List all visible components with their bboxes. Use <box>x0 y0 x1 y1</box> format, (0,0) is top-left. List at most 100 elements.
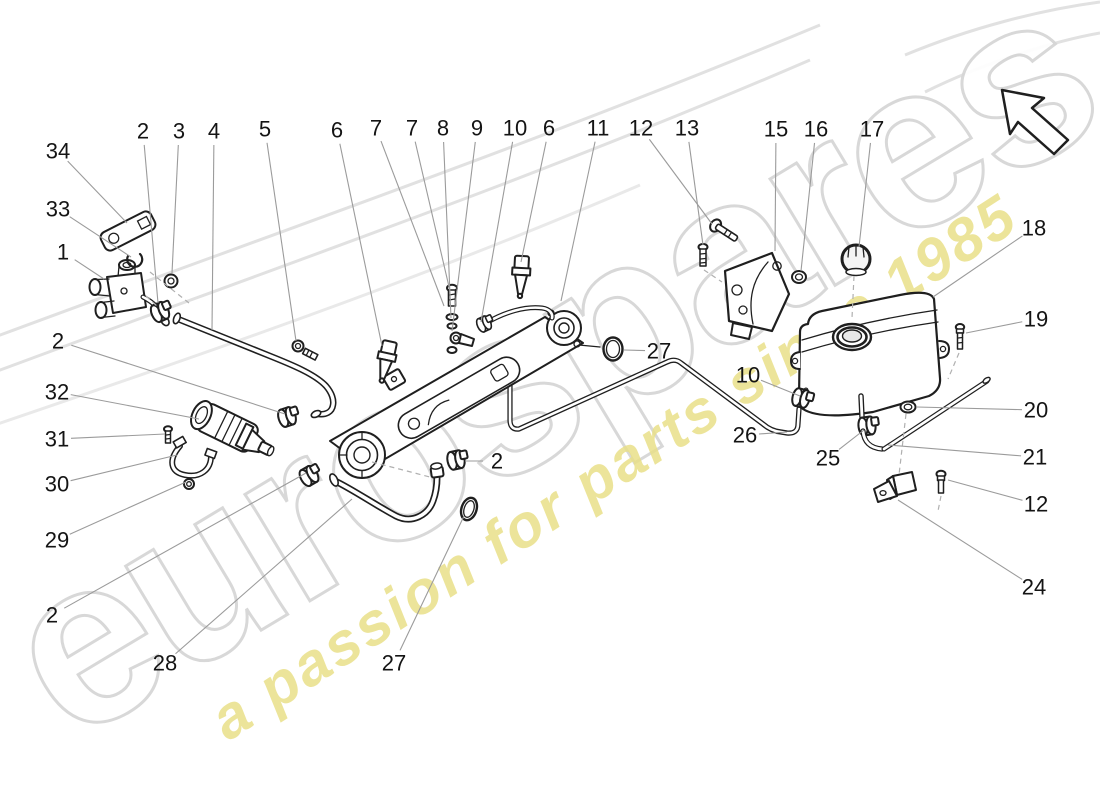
callout-label-1-2[interactable]: 1 <box>57 240 69 265</box>
callout-leader-34 <box>70 454 178 482</box>
callout-leader-20 <box>932 235 1023 298</box>
parts-layer <box>88 210 991 523</box>
callout-label-13-16[interactable]: 13 <box>675 116 699 141</box>
callout-leader-29 <box>623 349 646 352</box>
callout-leader-13 <box>520 141 547 263</box>
callout-label-2-36[interactable]: 2 <box>46 603 58 628</box>
screw-part-13 <box>697 243 709 267</box>
hose-part-26 <box>507 357 802 436</box>
clip-part-33 <box>126 252 144 268</box>
callout-leader-21 <box>965 321 1023 334</box>
callout-leader-35 <box>69 481 187 535</box>
callout-label-34-0[interactable]: 34 <box>46 139 70 164</box>
callout-label-12-15[interactable]: 12 <box>629 116 653 141</box>
callout-label-12-24[interactable]: 12 <box>1024 492 1048 517</box>
callout-label-20-22[interactable]: 20 <box>1024 398 1048 423</box>
banjo-bolt-part-5 <box>291 339 319 361</box>
callout-label-4-5[interactable]: 4 <box>208 119 220 144</box>
callout-label-19-21[interactable]: 19 <box>1024 307 1048 332</box>
callout-leader-19 <box>858 142 872 248</box>
callout-label-9-11[interactable]: 9 <box>471 116 483 141</box>
strap-part-30 <box>169 435 218 479</box>
hose-part-28 <box>329 462 445 523</box>
callout-leader-2 <box>74 259 105 280</box>
callout-leader-15 <box>648 138 713 225</box>
bolt-part-12-right <box>935 469 947 494</box>
callout-label-7-8[interactable]: 7 <box>370 116 382 141</box>
callout-label-26-27[interactable]: 26 <box>733 423 757 448</box>
callout-label-21-23[interactable]: 21 <box>1023 445 1047 470</box>
callout-label-18-20[interactable]: 18 <box>1022 216 1046 241</box>
callout-leader-36 <box>63 472 307 609</box>
callout-leader-31 <box>71 344 286 415</box>
callout-label-25-26[interactable]: 25 <box>816 446 840 471</box>
callout-label-3-4[interactable]: 3 <box>173 119 185 144</box>
callout-label-33-1[interactable]: 33 <box>46 197 70 222</box>
callout-leader-6 <box>266 142 297 342</box>
pipe-part-21 <box>860 376 991 452</box>
callout-leader-22 <box>916 406 1023 411</box>
callout-leader-38 <box>399 515 465 651</box>
callout-label-10-12[interactable]: 10 <box>503 116 527 141</box>
callout-leader-4 <box>171 144 179 274</box>
bolt-part-19 <box>954 323 966 350</box>
hose-part-4 <box>172 312 337 419</box>
callout-label-32-32[interactable]: 32 <box>45 380 69 405</box>
bracket-part-15 <box>723 251 791 340</box>
callout-label-8-10[interactable]: 8 <box>437 116 449 141</box>
callout-leader-33 <box>70 433 166 439</box>
callout-label-10-28[interactable]: 10 <box>736 363 760 388</box>
callout-label-27-38[interactable]: 27 <box>382 651 406 676</box>
callout-label-11-14[interactable]: 11 <box>587 116 610 141</box>
callout-label-27-29[interactable]: 27 <box>647 339 671 364</box>
callout-label-6-7[interactable]: 6 <box>331 118 343 143</box>
callout-leader-11 <box>451 141 476 332</box>
callout-leader-23 <box>887 444 1022 457</box>
callout-label-17-19[interactable]: 17 <box>860 117 884 142</box>
callout-leader-17 <box>774 142 777 252</box>
callout-label-15-17[interactable]: 15 <box>764 117 788 142</box>
callout-leader-16 <box>688 141 704 246</box>
o-ring-part-27b <box>459 496 479 522</box>
alignment-dashes <box>145 269 960 512</box>
rail-part-11 <box>329 305 601 479</box>
pump-part-32 <box>190 400 275 457</box>
nut-part-29 <box>183 478 195 490</box>
callout-leader-32 <box>70 394 200 420</box>
callout-leader-8 <box>380 140 445 307</box>
callout-label-5-6[interactable]: 5 <box>259 117 271 142</box>
callout-leader-10 <box>443 141 452 319</box>
callout-leader-24 <box>947 479 1023 501</box>
callout-leaders <box>63 138 1023 655</box>
callout-label-6-13[interactable]: 6 <box>543 116 555 141</box>
cap-part-17 <box>840 243 872 277</box>
callout-label-2-30[interactable]: 2 <box>491 449 503 474</box>
callout-label-16-18[interactable]: 16 <box>804 117 828 142</box>
callout-label-28-37[interactable]: 28 <box>153 651 177 676</box>
callout-label-29-35[interactable]: 29 <box>45 528 69 553</box>
callout-leader-9 <box>414 141 451 292</box>
callout-leader-28 <box>760 379 801 397</box>
callout-label-7-9[interactable]: 7 <box>406 116 418 141</box>
callout-leader-37 <box>175 498 353 655</box>
callout-leader-5 <box>211 144 215 331</box>
bracket-part-24 <box>873 471 917 503</box>
callout-leader-18 <box>800 142 816 272</box>
direction-arrow-icon <box>1000 88 1070 156</box>
callout-label-2-3[interactable]: 2 <box>137 119 149 144</box>
callout-leader-25 <box>897 499 1023 580</box>
callout-leader-1 <box>69 216 132 258</box>
nut-part-3 <box>163 273 179 289</box>
nut-part-20 <box>899 400 917 414</box>
callout-leader-27 <box>758 431 788 435</box>
callout-label-31-33[interactable]: 31 <box>45 427 69 452</box>
callout-label-24-25[interactable]: 24 <box>1022 575 1046 600</box>
callout-leader-26 <box>838 429 865 450</box>
callout-label-30-34[interactable]: 30 <box>45 472 69 497</box>
callout-leader-7 <box>339 143 383 347</box>
callout-label-2-31[interactable]: 2 <box>52 329 64 354</box>
fitting-stack-parts-7-8-9-10 <box>445 283 497 354</box>
nut-part-16 <box>791 270 807 284</box>
